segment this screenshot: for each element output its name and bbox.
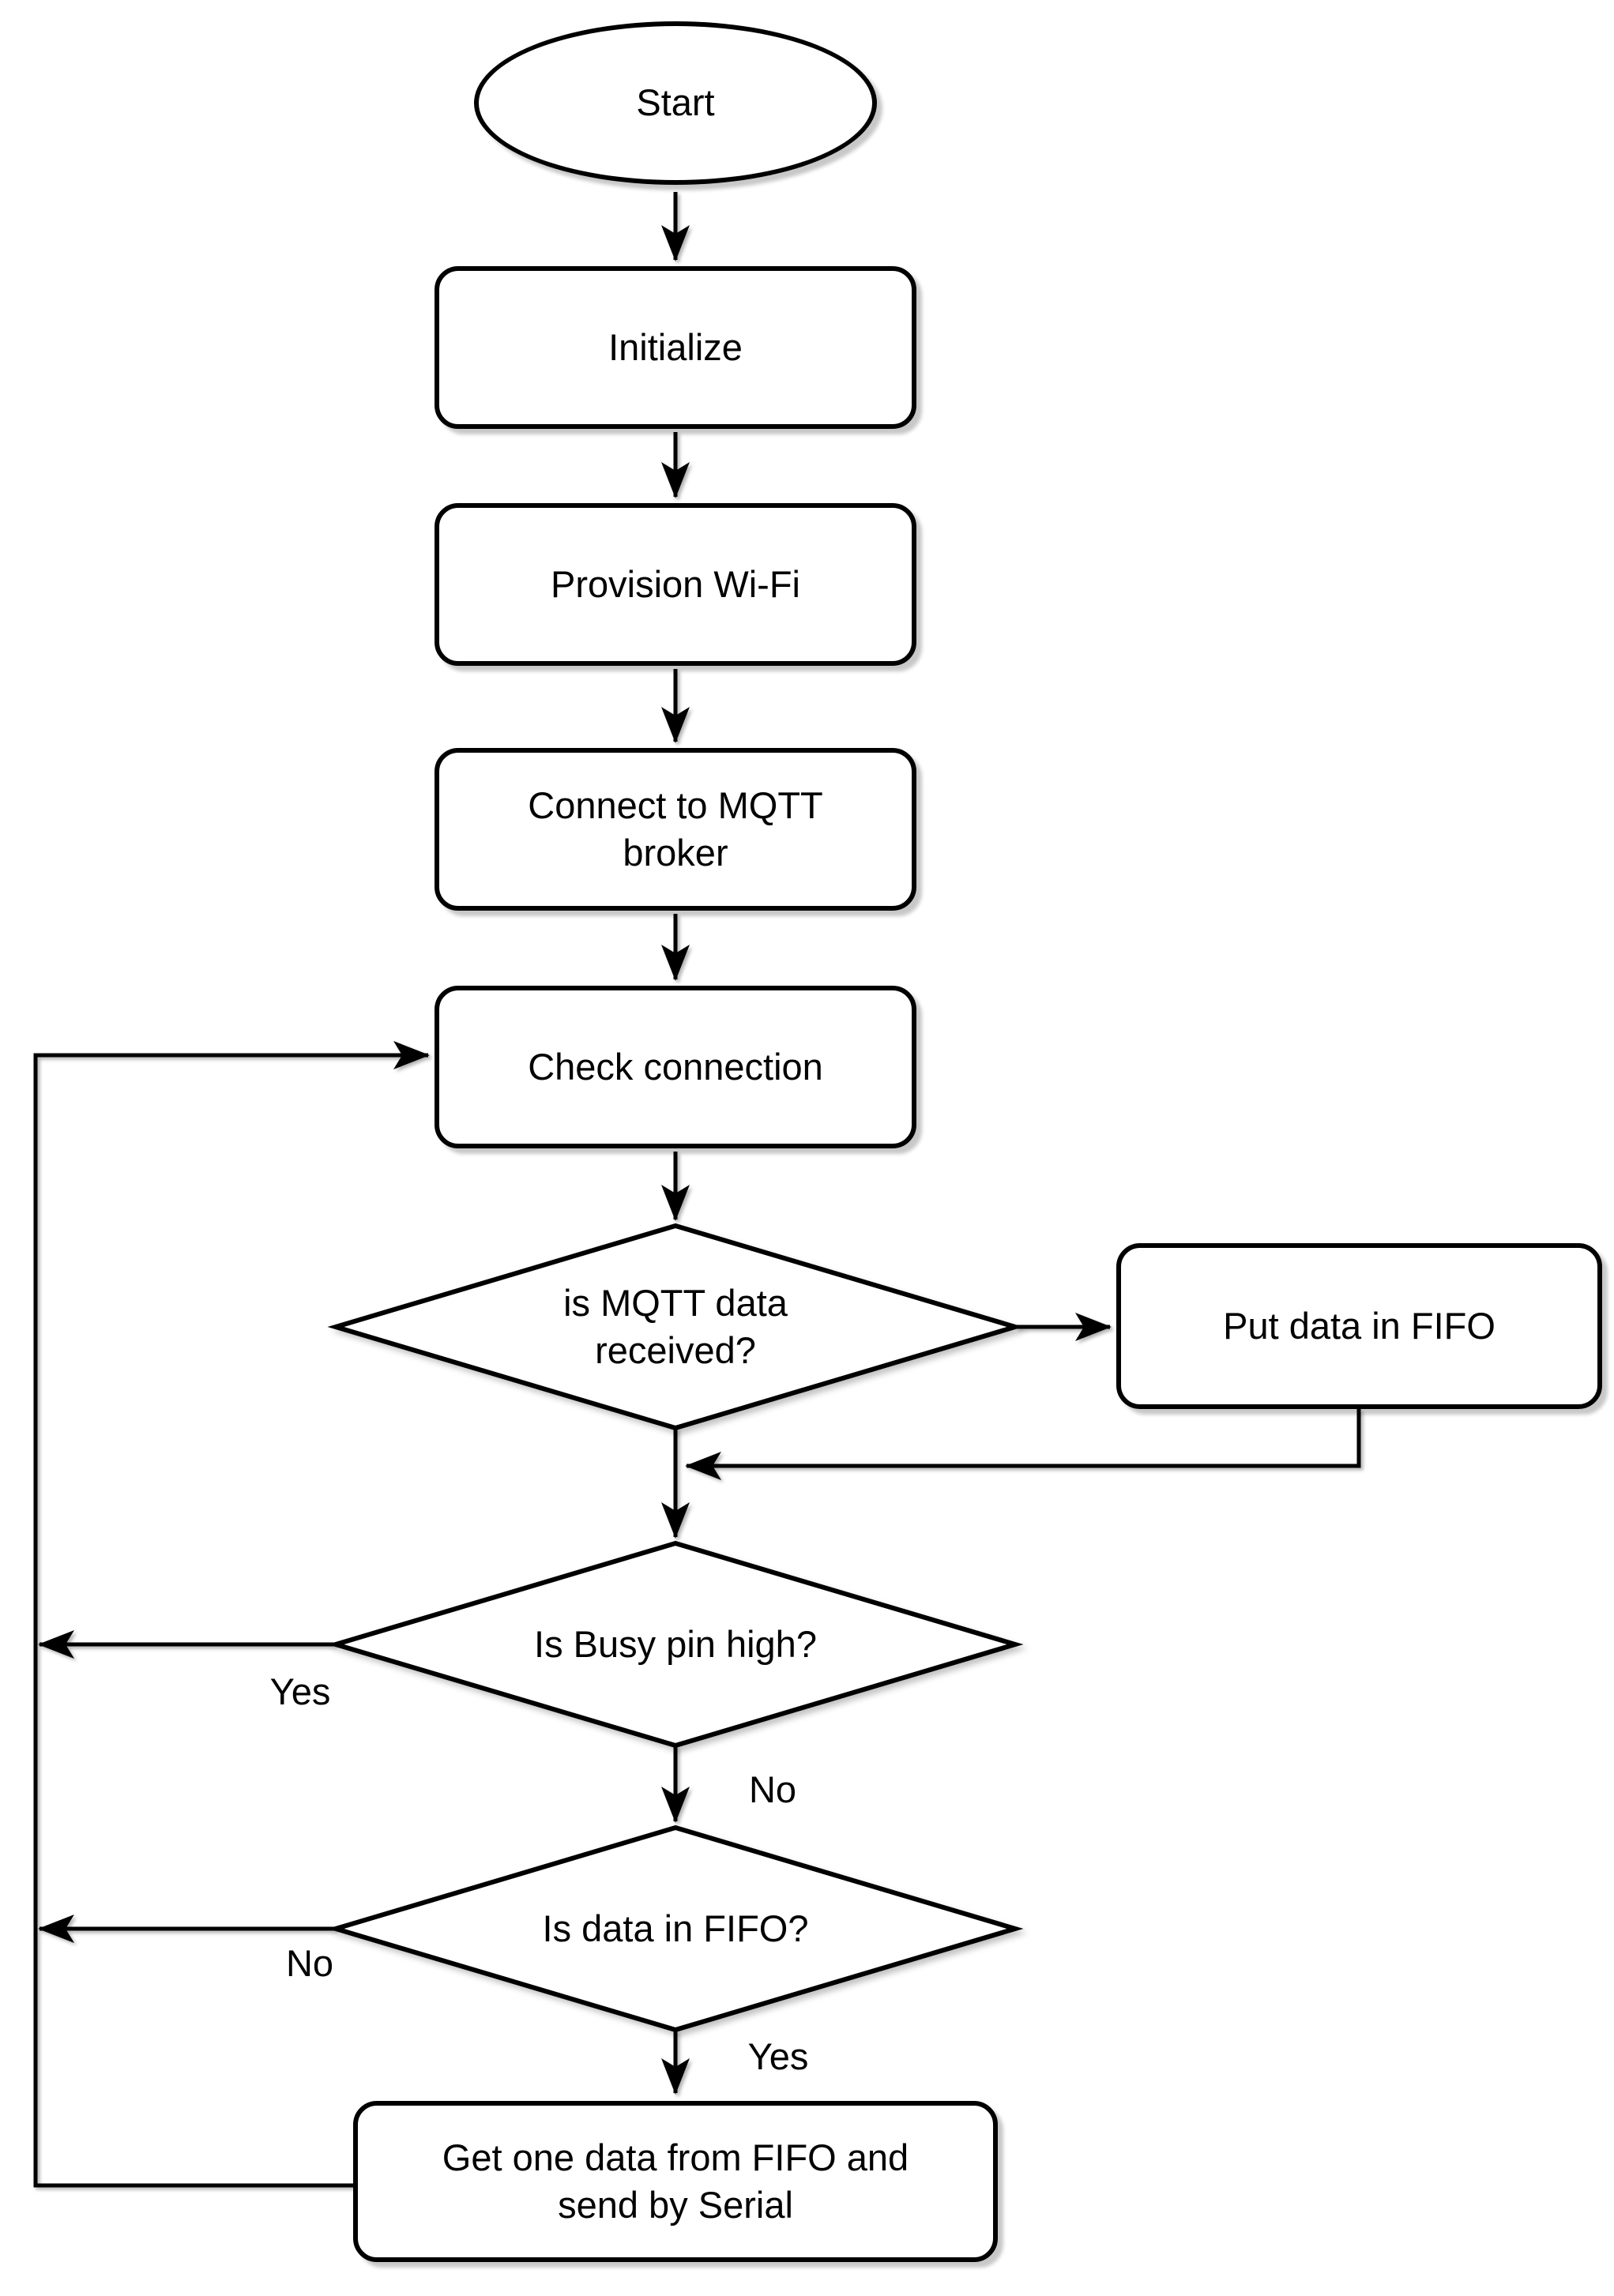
get-data-send-serial-label: Get one data from FIFO and send by Seria… <box>442 2136 909 2226</box>
fifo-no-edge-label: No <box>285 1942 334 1985</box>
initialize-node: Initialize <box>435 266 916 429</box>
connect-mqtt-broker-label: Connect to MQTT broker <box>528 783 823 874</box>
provision-wifi-label: Provision Wi-Fi <box>551 562 800 605</box>
decision-busy-pin-high-shape <box>327 1540 1024 1749</box>
fifo-yes-edge-label: Yes <box>747 2035 809 2078</box>
initialize-label: Initialize <box>608 325 743 368</box>
decision-data-in-fifo-shape <box>327 1824 1024 2033</box>
start-node: Start <box>474 21 877 185</box>
provision-wifi-node: Provision Wi-Fi <box>435 503 916 666</box>
data-in-fifo-label: Is data in FIFO? <box>542 1907 809 1949</box>
connect-mqtt-broker-node: Connect to MQTT broker <box>435 748 916 911</box>
put-data-in-fifo-node: Put data in FIFO <box>1116 1243 1602 1409</box>
busy-yes-edge-label: Yes <box>269 1670 331 1713</box>
decision-mqtt-data-received-shape <box>327 1223 1024 1431</box>
check-connection-node: Check connection <box>435 986 916 1148</box>
start-label: Start <box>636 81 715 124</box>
edge-loop-back-to-check <box>33 1041 430 2188</box>
check-connection-label: Check connection <box>528 1045 823 1088</box>
mqtt-data-received-label: is MQTT data received? <box>563 1281 788 1371</box>
put-data-in-fifo-label: Put data in FIFO <box>1223 1304 1495 1347</box>
busy-no-edge-label: No <box>748 1768 797 1811</box>
get-data-send-serial-node: Get one data from FIFO and send by Seria… <box>353 2101 998 2262</box>
edge-put-fifo-return <box>685 1409 1361 1480</box>
busy-pin-high-label: Is Busy pin high? <box>534 1622 817 1665</box>
